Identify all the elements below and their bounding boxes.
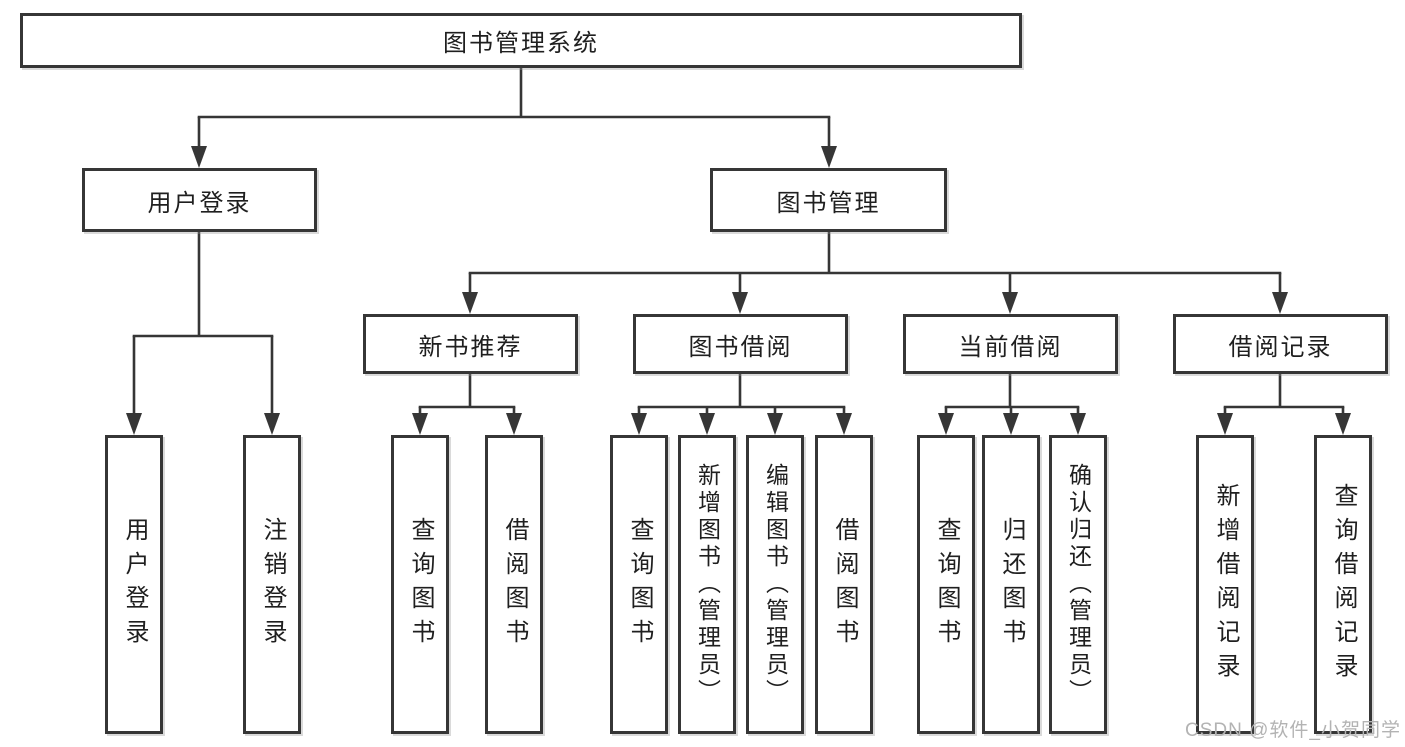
leaf-label: 新增图书（管理员） [694,463,721,706]
leaf-add-borrow-record: 新增借阅记录 [1196,435,1254,734]
leaf-label: 确认归还（管理员） [1065,463,1092,706]
leaf-confirm-return-admin: 确认归还（管理员） [1049,435,1107,734]
leaf-label: 新增借阅记录 [1212,482,1239,687]
leaf-add-books-admin: 新增图书（管理员） [678,435,736,734]
leaf-label: 借阅图书 [501,516,528,653]
node-label: 用户登录 [147,189,252,217]
node-root-system: 图书管理系统 [20,13,1022,68]
node-label: 当前借阅 [958,333,1063,361]
leaf-label: 借阅图书 [831,516,858,653]
node-label: 借阅记录 [1228,333,1333,361]
node-label: 新书推荐 [418,333,523,361]
node-label: 图书管理 [776,189,881,217]
leaf-label: 编辑图书（管理员） [762,463,789,706]
node-current-borrowing: 当前借阅 [903,314,1118,374]
leaf-label: 查询图书 [933,516,960,653]
leaf-query-books-borrowing: 查询图书 [610,435,668,734]
leaf-borrow-books: 借阅图书 [815,435,873,734]
leaf-query-books-recommend: 查询图书 [391,435,449,734]
node-book-borrowing: 图书借阅 [633,314,848,374]
leaf-logout: 注销登录 [243,435,301,734]
node-borrow-records: 借阅记录 [1173,314,1388,374]
node-label: 图书借阅 [688,333,793,361]
leaf-label: 用户登录 [121,516,148,653]
leaf-return-books: 归还图书 [982,435,1040,734]
node-user-login-module: 用户登录 [82,168,317,232]
csdn-watermark: CSDN @软件_小贺同学 [1185,720,1401,741]
leaf-borrow-books-recommend: 借阅图书 [485,435,543,734]
leaf-label: 查询借阅记录 [1330,482,1357,687]
leaf-user-login: 用户登录 [105,435,163,734]
leaf-edit-books-admin: 编辑图书（管理员） [746,435,804,734]
leaf-query-borrow-record: 查询借阅记录 [1314,435,1372,734]
node-label: 图书管理系统 [443,30,599,57]
leaf-label: 查询图书 [626,516,653,653]
leaf-query-books-current: 查询图书 [917,435,975,734]
node-book-management-module: 图书管理 [710,168,947,232]
leaf-label: 注销登录 [259,516,286,653]
node-new-book-recommend: 新书推荐 [363,314,578,374]
leaf-label: 查询图书 [407,516,434,653]
leaf-label: 归还图书 [998,516,1025,653]
